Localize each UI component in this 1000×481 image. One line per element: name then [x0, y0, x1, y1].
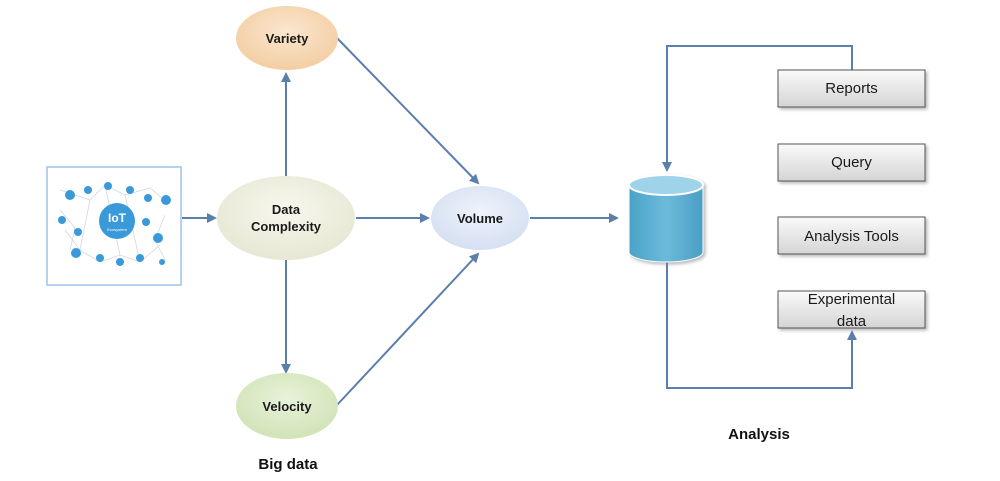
big-data-label: Big data	[258, 456, 318, 473]
iot-logo-subtext: Ecosystem	[107, 227, 127, 232]
variety-label: Variety	[266, 31, 309, 46]
reports-label: Reports	[825, 80, 878, 97]
velocity-label: Velocity	[262, 399, 312, 414]
database-icon	[628, 174, 704, 263]
iot-hub-icon	[99, 203, 135, 239]
data-complexity-label-line2: Complexity	[251, 219, 322, 234]
sensor-icon	[84, 186, 92, 194]
arrow-velocity-to-volume	[336, 252, 480, 406]
wifi-device-icon	[65, 190, 75, 200]
phone-icon	[142, 218, 150, 226]
arrow-database-to-experimental	[666, 262, 857, 389]
lock-icon	[74, 228, 82, 236]
arrow-variety-to-volume	[336, 37, 480, 185]
analysis-tools-label: Analysis Tools	[804, 228, 899, 245]
gauge-icon	[153, 233, 163, 243]
analysis-tools-box: Analysis Tools	[777, 216, 926, 255]
arrow-reports-to-database	[662, 45, 853, 172]
home-icon	[116, 258, 124, 266]
node-data-complexity: Data Complexity	[217, 176, 355, 260]
plug-icon	[136, 254, 144, 262]
node-volume: Volume	[431, 186, 529, 250]
query-box: Query	[777, 143, 926, 182]
watch-icon	[58, 216, 66, 224]
node-variety: Variety	[236, 6, 338, 70]
query-label: Query	[831, 154, 872, 171]
bulb-icon	[96, 254, 104, 262]
iot-logo-text: IoT	[108, 211, 127, 225]
tv-icon	[71, 248, 81, 258]
volume-label: Volume	[457, 211, 503, 226]
thermostat-icon	[159, 259, 165, 265]
cloud-icon	[104, 182, 112, 190]
camera-icon	[126, 186, 134, 194]
experimental-label-line2: data	[837, 313, 867, 330]
node-velocity: Velocity	[236, 373, 338, 439]
analysis-label: Analysis	[728, 426, 790, 443]
connectors	[182, 37, 857, 406]
data-complexity-label-line1: Data	[272, 202, 301, 217]
iot-ecosystem-image: IoT Ecosystem	[46, 166, 182, 286]
reports-box: Reports	[777, 69, 926, 108]
car-icon	[144, 194, 152, 202]
iot-device-icons	[58, 182, 171, 266]
experimental-data-box: Experimental data	[777, 290, 926, 330]
bike-icon	[161, 195, 171, 205]
experimental-label-line1: Experimental	[808, 291, 896, 308]
